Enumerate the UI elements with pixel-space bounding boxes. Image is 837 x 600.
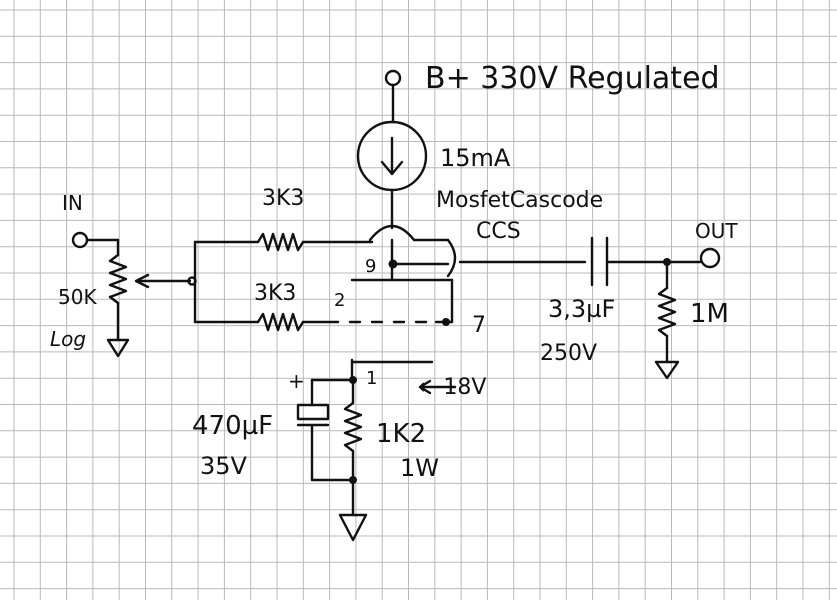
ccs-name-label: CCS xyxy=(476,219,521,244)
tube-pin-9: 9 xyxy=(365,256,376,277)
output-coupling-cap xyxy=(590,236,702,287)
cathode-circuit xyxy=(296,358,457,542)
volume-pot xyxy=(106,240,197,358)
tube-pin-7: 7 xyxy=(472,313,486,338)
output-label: OUT xyxy=(695,219,738,243)
output-terminal xyxy=(699,247,721,269)
tube-plate-wiring xyxy=(350,224,587,324)
pot-taper-label: Log xyxy=(50,327,86,351)
cathode-resistor-value: 1K2 xyxy=(376,419,426,449)
ccs-type-label: MosfetCascode xyxy=(436,188,603,213)
cathode-pin-1: 1 xyxy=(366,368,377,389)
cathode-cap-polarity: + xyxy=(288,369,305,393)
coupling-cap-value: 3,3µF xyxy=(548,295,615,323)
current-source-symbol xyxy=(356,120,428,230)
bias-voltage-label: ← 18V xyxy=(418,375,486,400)
grid-stopper-top xyxy=(193,232,374,252)
input-label: IN xyxy=(62,191,83,215)
ccs-current-label: 15mA xyxy=(440,144,511,172)
load-resistor-label: 1M xyxy=(690,299,729,329)
cathode-resistor-power: 1W xyxy=(400,454,439,482)
pot-value-label: 50K xyxy=(58,285,97,309)
cathode-cap-value: 470µF xyxy=(192,411,273,441)
r-bottom-label: 3K3 xyxy=(254,281,296,306)
grid-stopper-bottom xyxy=(193,312,454,332)
coupling-cap-voltage: 250V xyxy=(540,341,597,366)
supply-terminal xyxy=(384,69,402,124)
cathode-cap-voltage: 35V xyxy=(200,452,248,480)
r-top-label: 3K3 xyxy=(262,186,304,211)
input-terminal xyxy=(71,231,120,257)
load-resistor xyxy=(654,260,680,380)
supply-label: B+ 330V Regulated xyxy=(425,61,720,96)
tube-pin-2: 2 xyxy=(334,290,345,311)
